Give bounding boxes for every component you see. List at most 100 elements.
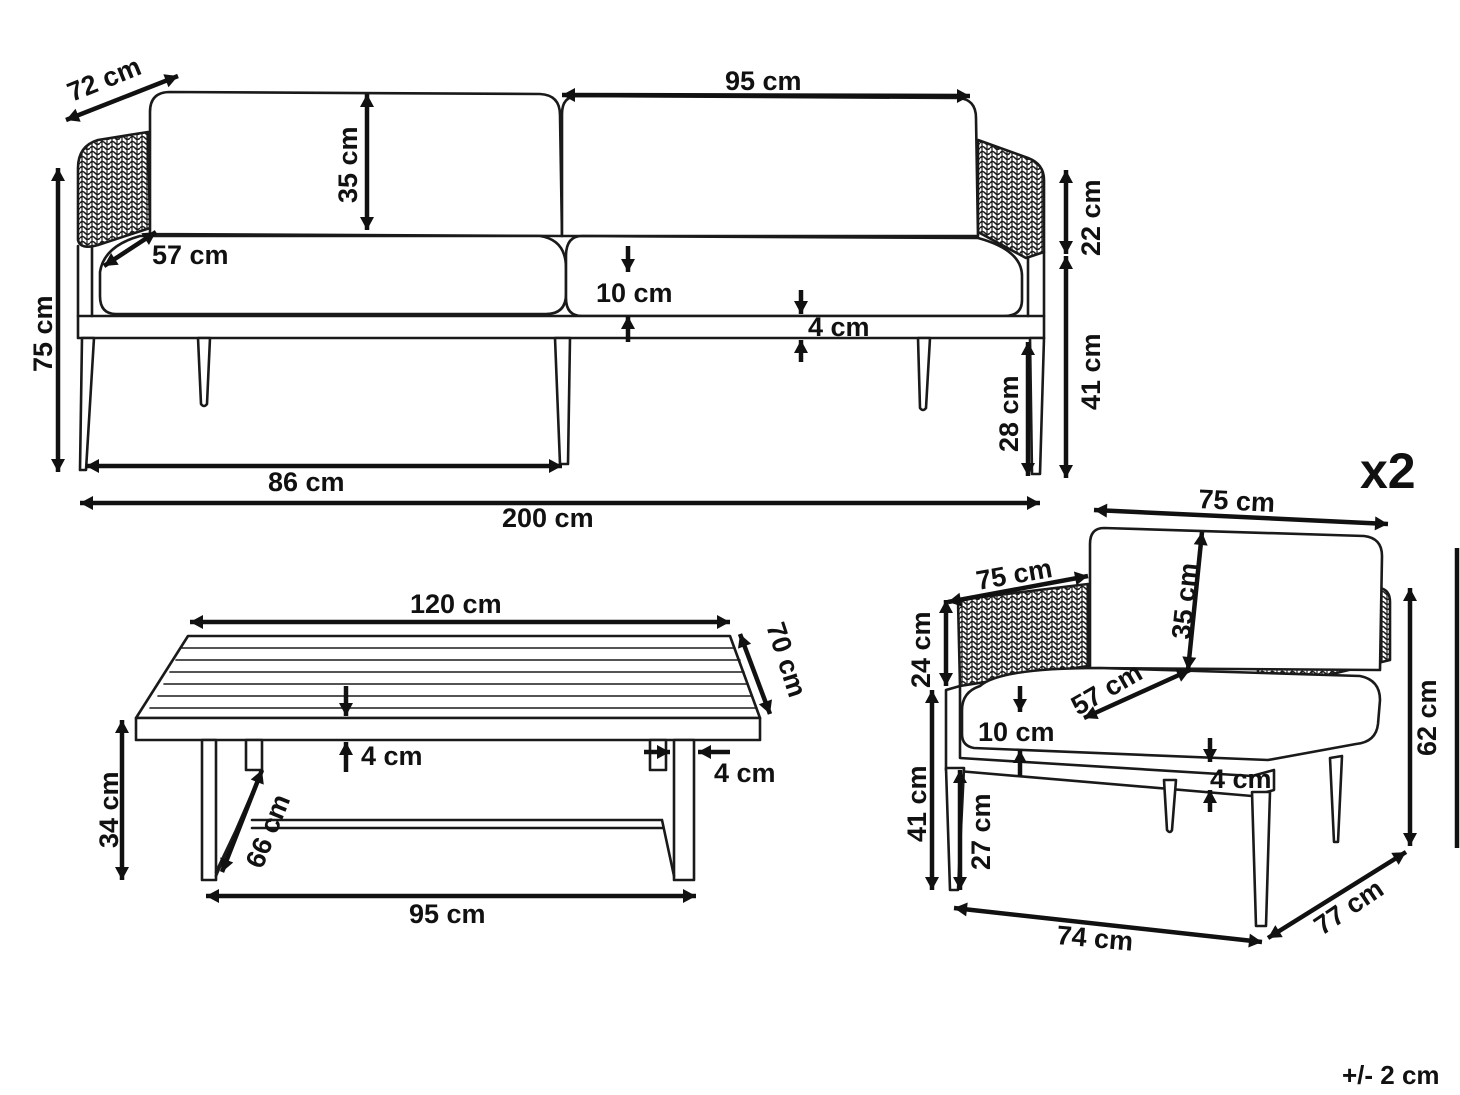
sofa-frame-rail bbox=[76, 314, 1046, 340]
sofa-back-cushion-height-dimension-arrowhead bbox=[360, 217, 374, 230]
sofa-total-width-dimension-arrowhead bbox=[80, 496, 93, 510]
armchair-width-dimension bbox=[1093, 507, 1389, 527]
sofa-leg-height-dimension-arrowhead bbox=[1021, 463, 1035, 476]
table-height-dimension-arrowhead bbox=[115, 867, 129, 880]
armchair-armrest-depth-dimension-arrowhead bbox=[948, 592, 963, 607]
sofa-leg-back-left bbox=[196, 336, 212, 408]
armchair-seat-height-dimension-arrowhead bbox=[925, 690, 939, 703]
armchair-back-cushion-height-dimension-arrowhead bbox=[1182, 656, 1197, 670]
armchair-leg-front-right bbox=[1250, 790, 1272, 928]
armchair-seat-height-dimension-arrowhead bbox=[925, 877, 939, 890]
table-top-slats bbox=[149, 647, 757, 709]
sofa-total-height-dimension-arrowhead bbox=[51, 168, 65, 181]
armchair-width-label: 75 cm bbox=[1198, 484, 1276, 518]
sofa-drawing bbox=[76, 90, 1046, 476]
armchair-seat-depth-dimension bbox=[1083, 667, 1191, 721]
sofa-depth-dimension-arrowhead bbox=[66, 108, 81, 122]
sofa-armrest-above-seat-label: 22 cm bbox=[1076, 179, 1106, 256]
armchair-back-cushion bbox=[1088, 526, 1384, 672]
sofa-seat-height-label: 41 cm bbox=[1076, 333, 1106, 410]
armchair-base-depth-dimension-arrowhead bbox=[1268, 925, 1283, 938]
table-top-thickness-bottom-arrowhead bbox=[339, 742, 353, 755]
armchair-seat-height-label: 41 cm bbox=[902, 765, 932, 842]
armchair-seat-cushion-thickness-bottom-arrowhead bbox=[1013, 750, 1027, 763]
sofa-leg-height-label: 28 cm bbox=[994, 375, 1024, 452]
armchair-total-height-label: 62 cm bbox=[1412, 679, 1442, 756]
sofa-seat-cushion-thickness-bottom-arrowhead bbox=[621, 316, 635, 329]
armchair-armrest-height-dimension-arrowhead bbox=[939, 600, 953, 613]
sofa-total-width-dimension-arrowhead bbox=[1027, 496, 1040, 510]
armchair-frame-thickness-top-arrowhead bbox=[1203, 749, 1217, 762]
table-leg-thickness-label: 4 cm bbox=[714, 758, 776, 788]
armchair-leg-back-left bbox=[1162, 778, 1178, 834]
table-leg-thickness-left-arrowhead bbox=[657, 745, 670, 759]
sofa-right-armrest bbox=[976, 138, 1046, 260]
table-leg-right bbox=[672, 738, 696, 882]
armchair-base-width-dimension-arrowhead bbox=[1248, 933, 1262, 948]
armchair-base-width-dimension-arrowhead bbox=[954, 902, 968, 917]
armchair-total-height-dimension-arrowhead bbox=[1403, 833, 1417, 846]
sofa-frame-thickness-top-arrowhead bbox=[794, 301, 808, 314]
sofa-seat-cushion-thickness-label: 10 cm bbox=[596, 278, 673, 308]
armchair-seat-cushion-thickness-top-arrowhead bbox=[1013, 699, 1027, 712]
sofa-labels: 72 cm 35 cm 95 cm 57 cm 10 cm 4 cm 75 cm… bbox=[28, 51, 1106, 533]
armchair-seat-depth-dimension-arrowhead bbox=[1084, 706, 1099, 720]
sofa-total-height-dimension-arrowhead bbox=[51, 459, 65, 472]
table-top-edge bbox=[134, 716, 762, 742]
sofa-depth-dimension bbox=[65, 73, 179, 123]
armchair-seat-cushion bbox=[960, 666, 1382, 762]
sofa-left-armrest bbox=[76, 130, 152, 248]
armchair-back-cushion-height-dimension bbox=[1185, 531, 1205, 671]
sofa-seat-depth-dimension-arrowhead bbox=[141, 232, 156, 245]
table-base-depth-dimension bbox=[219, 769, 265, 873]
sofa-seat-depth-dimension-arrowhead bbox=[104, 253, 119, 266]
armchair-width-dimension-arrowhead bbox=[1094, 503, 1108, 518]
armchair-base-width-label: 74 cm bbox=[1055, 920, 1134, 957]
sofa-back-cushion-height-label: 35 cm bbox=[333, 126, 363, 203]
armchair-frame-rail bbox=[944, 684, 1276, 798]
sofa-seat-depth-label: 57 cm bbox=[152, 240, 229, 270]
sofa-back-cushion-right bbox=[560, 94, 980, 238]
table-height-dimension-arrowhead bbox=[115, 720, 129, 733]
sofa-leg-front-left bbox=[78, 336, 96, 472]
table-depth-label: 70 cm bbox=[760, 619, 812, 701]
sofa-frame-posts bbox=[76, 244, 1046, 318]
sofa-total-height-label: 75 cm bbox=[28, 295, 58, 372]
sofa-leg-middle bbox=[553, 336, 572, 466]
armchair-leg-height-label: 27 cm bbox=[966, 793, 996, 870]
armchair-base-depth-dimension bbox=[1266, 850, 1408, 940]
armchair-quantity-label: x2 bbox=[1360, 443, 1416, 499]
sofa-back-cushion-height-dimension-arrowhead bbox=[360, 94, 374, 107]
armchair-total-height-dimension-arrowhead bbox=[1403, 588, 1417, 601]
armchair-left-armrest bbox=[956, 582, 1090, 688]
sofa-depth-dimension-arrowhead bbox=[163, 74, 178, 88]
table-base-width-label: 95 cm bbox=[409, 899, 486, 929]
sofa-leg-height-dimension-arrowhead bbox=[1021, 342, 1035, 355]
armchair-leg-height-dimension-arrowhead bbox=[953, 877, 967, 890]
armchair-width-dimension-arrowhead bbox=[1374, 516, 1388, 531]
armchair-armrest-height-dimension-arrowhead bbox=[939, 673, 953, 686]
sofa-seat-cushion-left bbox=[98, 234, 568, 316]
sofa-cushion-width-dimension-arrowhead bbox=[562, 88, 576, 103]
sofa-total-width-label: 200 cm bbox=[502, 503, 594, 533]
sofa-seat-height-dimension-arrowhead bbox=[1059, 256, 1073, 269]
armchair-base-width-dimension bbox=[953, 905, 1263, 945]
armchair-leg-back-right bbox=[1328, 754, 1344, 844]
sofa-depth-label: 72 cm bbox=[63, 51, 145, 107]
armchair-drawing bbox=[944, 526, 1392, 928]
dimension-lines bbox=[51, 73, 1460, 948]
armchair-armrest-depth-dimension bbox=[947, 573, 1089, 605]
table-leg-left-back bbox=[244, 738, 264, 772]
sofa-leg-back-right bbox=[916, 336, 932, 412]
armchair-armrest-depth-dimension-arrowhead bbox=[1073, 571, 1088, 586]
armchair-base-depth-dimension-arrowhead bbox=[1391, 852, 1406, 865]
armchair-armrest-height-label: 24 cm bbox=[906, 611, 936, 688]
table-leg-left bbox=[200, 738, 218, 882]
armchair-labels: x2 75 cm 75 cm 35 cm 24 cm 57 cm 10 cm 4… bbox=[902, 443, 1442, 957]
table-base-depth-dimension-arrowhead bbox=[250, 770, 264, 785]
armchair-seat-depth-dimension-arrowhead bbox=[1175, 668, 1190, 682]
armchair-seat-cushion-thickness-label: 10 cm bbox=[978, 717, 1055, 747]
table-leg-thickness-right-arrowhead bbox=[698, 745, 711, 759]
table-drawing bbox=[134, 634, 762, 882]
